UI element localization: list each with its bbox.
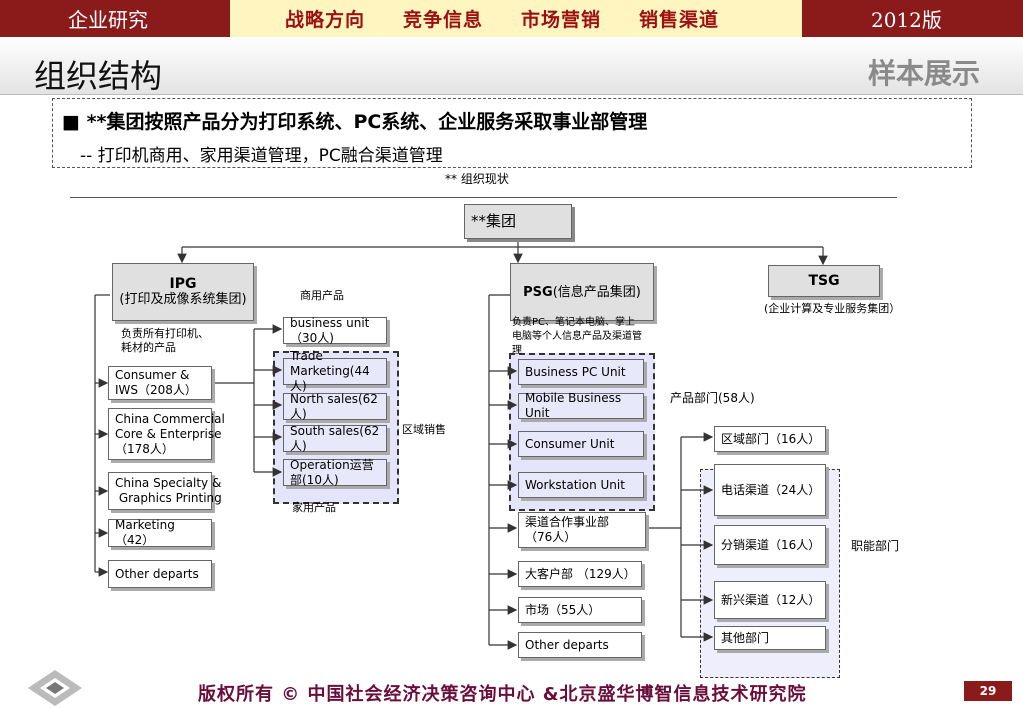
ipg-sales-trade[interactable]: Trade Marketing(44人)	[283, 349, 387, 393]
nav-tab-strategy[interactable]: 战略方向	[285, 9, 366, 31]
divider	[70, 197, 897, 198]
ipg-unit-label: Marketing（42）	[115, 518, 175, 547]
psg-other-label: Other departs	[525, 637, 609, 652]
business-unit-label: business unit（30人)	[290, 315, 370, 345]
psg-unit-mobile[interactable]: Mobile Business Unit	[518, 391, 644, 420]
sales-unit-label: South sales(62人)	[290, 423, 380, 453]
tsg-title: TSG	[808, 272, 840, 289]
channel-unit-label: 区域部门（16人）	[721, 431, 821, 446]
ipg-unit-specialty[interactable]: China Specialty & Graphics Printing	[108, 472, 222, 510]
ipg-unit-marketing[interactable]: Marketing（42）	[108, 518, 212, 547]
nav-section-label[interactable]: 企业研究	[0, 0, 230, 37]
nav-tab-competition[interactable]: 竞争信息	[403, 9, 484, 31]
ipg-group[interactable]: IPG (打印及成像系统集团)	[112, 263, 254, 321]
ipg-description: 负责所有打印机、 耗材的产品	[121, 327, 209, 354]
function-dept-label: 职能部门	[851, 539, 900, 553]
sample-watermark: 样本展示	[868, 57, 981, 90]
sales-unit-label: Trade Marketing(44人)	[290, 349, 370, 393]
ipg-unit-label: Other departs	[115, 566, 199, 581]
page-number: 29	[964, 681, 1012, 701]
product-unit-label: Mobile Business Unit	[525, 391, 622, 420]
ipg-sales-south[interactable]: South sales(62人)	[283, 423, 387, 453]
ipg-unit-label: China Commercial Core & Enterprise （178人…	[115, 411, 225, 456]
channel-emerging[interactable]: 新兴渠道（12人）	[714, 581, 826, 619]
channel-other[interactable]: 其他部门	[714, 626, 826, 650]
channel-unit-label: 分销渠道（16人）	[721, 537, 821, 552]
ipg-commercial-label: 商用产品	[300, 289, 344, 302]
psg-heading: PSG(信息产品集团)	[523, 285, 641, 300]
chart-subtitle: ** 组织现状	[445, 172, 509, 186]
psg-group[interactable]: PSG(信息产品集团)	[510, 263, 654, 321]
psg-unit-business-pc[interactable]: Business PC Unit	[518, 359, 644, 385]
edition-label[interactable]: 2012版	[802, 0, 1023, 37]
channel-unit-label: 新兴渠道（12人）	[721, 592, 821, 607]
psg-unit-channel-partner[interactable]: 渠道合作事业部 （76人）	[518, 512, 646, 548]
ipg-title: IPG	[169, 276, 197, 292]
psg-subtitle: (信息产品集团)	[552, 284, 641, 300]
ipg-unit-consumer[interactable]: Consumer & IWS（208人）	[108, 366, 212, 400]
channel-distribution[interactable]: 分销渠道（16人）	[714, 525, 826, 565]
nav-tab-channel[interactable]: 销售渠道	[639, 9, 720, 31]
psg-other-label: 渠道合作事业部 （76人）	[525, 515, 610, 544]
tsg-group[interactable]: TSG	[768, 265, 880, 297]
channel-phone[interactable]: 电话渠道（24人）	[714, 464, 826, 516]
summary-box	[52, 98, 972, 168]
ipg-sales-north[interactable]: North sales(62人)	[283, 391, 387, 421]
page-title: 组织结构	[34, 57, 163, 95]
sales-unit-label: Operation运营部(10人)	[290, 457, 374, 487]
home-products-label: 家用产品	[292, 501, 336, 514]
psg-other-label: 大客户部 （129人）	[525, 566, 636, 581]
ipg-unit-other[interactable]: Other departs	[108, 560, 212, 588]
channel-unit-label: 电话渠道（24人）	[721, 482, 821, 497]
tsg-subtitle: (企业计算及专业服务集团）	[764, 302, 901, 315]
ipg-sales-operation[interactable]: Operation运营部(10人)	[283, 457, 387, 487]
product-unit-label: Workstation Unit	[525, 477, 625, 492]
ipg-unit-label: China Specialty & Graphics Printing	[115, 476, 222, 505]
copyright-text: 版权所有 © 中国社会经济决策咨询中心 &北京盛华博智信息技术研究院	[198, 684, 807, 705]
psg-title: PSG	[523, 284, 553, 300]
sales-unit-label: North sales(62人)	[290, 391, 378, 421]
ipg-business-unit[interactable]: business unit（30人)	[283, 315, 387, 345]
ipg-unit-commercial[interactable]: China Commercial Core & Enterprise （178人…	[108, 408, 225, 460]
ipg-unit-label: Consumer & IWS（208人）	[115, 368, 197, 397]
ipg-subtitle: (打印及成像系统集团)	[119, 292, 247, 307]
org-root-group[interactable]: **集团	[464, 204, 572, 239]
nav-tab-marketing[interactable]: 市场营销	[521, 9, 602, 31]
psg-description: 负责PC、笔记本电脑、掌上 电脑等个人信息产品及渠道管 理	[512, 317, 642, 356]
channel-regional[interactable]: 区域部门（16人）	[714, 426, 826, 452]
psg-unit-workstation[interactable]: Workstation Unit	[518, 472, 644, 498]
channel-unit-label: 其他部门	[721, 630, 770, 645]
psg-unit-other[interactable]: Other departs	[518, 632, 642, 658]
title-bar	[0, 37, 1023, 95]
region-sales-label: 区域销售	[402, 423, 446, 436]
logo-icon	[28, 670, 82, 706]
nav-tabs: 战略方向 竞争信息 市场营销 销售渠道	[230, 0, 802, 37]
summary-line-2: -- 打印机商用、家用渠道管理，PC融合渠道管理	[80, 146, 443, 166]
org-root-label: **集团	[471, 212, 517, 230]
summary-line-1: ■ **集团按照产品分为打印系统、PC系统、企业服务采取事业部管理	[62, 111, 648, 133]
psg-unit-consumer[interactable]: Consumer Unit	[518, 431, 644, 457]
product-unit-label: Business PC Unit	[525, 364, 626, 379]
psg-unit-key-accounts[interactable]: 大客户部 （129人）	[518, 561, 642, 587]
product-unit-label: Consumer Unit	[525, 436, 615, 451]
psg-unit-market[interactable]: 市场（55人）	[518, 597, 642, 623]
top-nav: 企业研究 战略方向 竞争信息 市场营销 销售渠道 2012版	[0, 0, 1023, 37]
psg-other-label: 市场（55人）	[525, 602, 601, 617]
product-dept-label: 产品部门(58人)	[670, 391, 755, 405]
